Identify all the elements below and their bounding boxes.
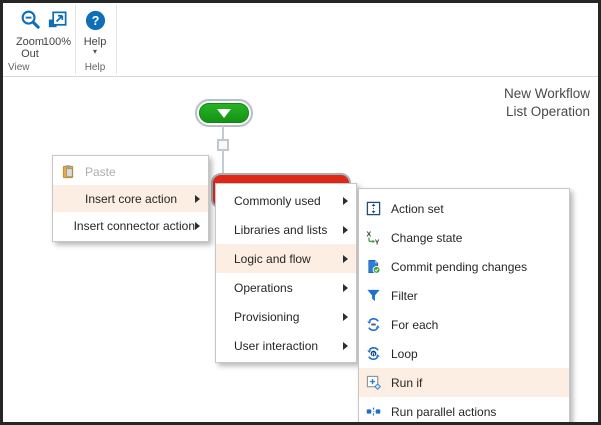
submenu-arrow-icon	[195, 221, 200, 230]
workflow-start-node[interactable]	[195, 99, 253, 127]
menu-item-libraries-and-lists[interactable]: Libraries and lists	[216, 215, 356, 244]
ribbon: Zoom Out 100% ? Help ▾	[3, 3, 598, 77]
menu-item-label: For each	[391, 317, 439, 332]
menu-item-for-each[interactable]: For each	[359, 310, 569, 339]
svg-text:?: ?	[91, 13, 99, 27]
menu-item-commonly-used[interactable]: Commonly used	[216, 186, 356, 215]
menu-item-insert-connector-action[interactable]: Insert connector action	[53, 212, 208, 239]
menu-item-label: Filter	[391, 288, 418, 303]
submenu-arrow-icon	[343, 341, 348, 350]
for-each-icon	[366, 317, 387, 332]
filter-icon	[366, 288, 387, 303]
actual-size-label: 100%	[42, 36, 72, 48]
menu-item-insert-core-action[interactable]: Insert core action	[53, 185, 208, 212]
connector-line	[222, 126, 224, 140]
menu-item-label: Insert connector action	[73, 218, 195, 233]
help-icon: ?	[84, 6, 107, 34]
submenu-arrow-icon	[195, 194, 200, 203]
menu-item-label: User interaction	[234, 338, 319, 353]
start-triangle-icon	[217, 109, 231, 118]
help-label: Help	[83, 36, 107, 48]
paste-icon	[61, 164, 83, 179]
category-submenu: Commonly used Libraries and lists Logic …	[215, 183, 357, 363]
menu-item-label: Libraries and lists	[234, 222, 328, 237]
workflow-title-block: New Workflow List Operation	[504, 85, 590, 121]
workflow-title: New Workflow	[503, 86, 590, 101]
zoom-out-label: Zoom Out	[15, 36, 45, 60]
submenu-arrow-icon	[343, 312, 348, 321]
connector-line	[222, 150, 224, 177]
view-group-label: View	[8, 62, 30, 73]
help-group-label: Help	[84, 62, 106, 73]
help-dropdown-arrow: ▾	[92, 47, 97, 56]
submenu-arrow-icon	[343, 225, 348, 234]
menu-item-label: Commit pending changes	[391, 259, 528, 274]
menu-item-label: Change state	[391, 230, 463, 245]
menu-item-label: Loop	[391, 346, 418, 361]
zoom-out-button[interactable]: Zoom Out	[10, 6, 50, 62]
context-menu: Paste Insert core action Insert connecto…	[52, 155, 209, 242]
menu-item-label: Insert core action	[85, 191, 178, 206]
actual-size-icon	[46, 6, 69, 34]
menu-item-label: Run parallel actions	[391, 404, 497, 419]
action-set-icon	[366, 201, 387, 216]
menu-item-label: Logic and flow	[234, 251, 311, 266]
menu-item-action-set[interactable]: Action set	[359, 194, 569, 223]
submenu-arrow-icon	[343, 283, 348, 292]
actual-size-button[interactable]: 100%	[40, 6, 74, 62]
menu-item-paste: Paste	[53, 158, 208, 185]
menu-item-run-if[interactable]: Run if	[359, 368, 569, 397]
menu-item-label: Paste	[85, 164, 116, 179]
ribbon-group-separator	[116, 5, 117, 74]
menu-item-label: Provisioning	[234, 309, 300, 324]
loop-icon: n	[366, 346, 387, 361]
start-pill	[199, 103, 249, 123]
submenu-arrow-icon	[343, 196, 348, 205]
menu-item-provisioning[interactable]: Provisioning	[216, 302, 356, 331]
menu-item-filter[interactable]: Filter	[359, 281, 569, 310]
zoom-out-icon	[19, 6, 42, 34]
commit-pending-changes-icon	[366, 259, 387, 274]
menu-item-label: Run if	[391, 375, 423, 390]
menu-item-run-parallel-actions[interactable]: Run parallel actions	[359, 397, 569, 422]
menu-item-label: Commonly used	[234, 193, 321, 208]
svg-text:Y: Y	[375, 239, 380, 245]
submenu-arrow-icon	[343, 254, 348, 263]
menu-item-loop[interactable]: n Loop	[359, 339, 569, 368]
menu-item-label: Action set	[391, 201, 444, 216]
svg-text:X: X	[366, 231, 371, 238]
run-parallel-actions-icon	[366, 404, 387, 419]
change-state-icon: X Y	[366, 230, 387, 245]
svg-text:n: n	[372, 352, 376, 358]
menu-item-logic-and-flow[interactable]: Logic and flow	[216, 244, 356, 273]
run-if-icon	[366, 375, 387, 390]
help-button[interactable]: ? Help ▾	[77, 6, 113, 62]
menu-item-label: Operations	[234, 280, 293, 295]
menu-item-operations[interactable]: Operations	[216, 273, 356, 302]
action-submenu: Action set X Y Change state	[358, 188, 570, 422]
workflow-subtitle: List Operation	[505, 104, 590, 119]
menu-item-user-interaction[interactable]: User interaction	[216, 331, 356, 360]
menu-item-change-state[interactable]: X Y Change state	[359, 223, 569, 252]
ribbon-group-separator	[75, 5, 76, 74]
menu-item-commit-pending-changes[interactable]: Commit pending changes	[359, 252, 569, 281]
